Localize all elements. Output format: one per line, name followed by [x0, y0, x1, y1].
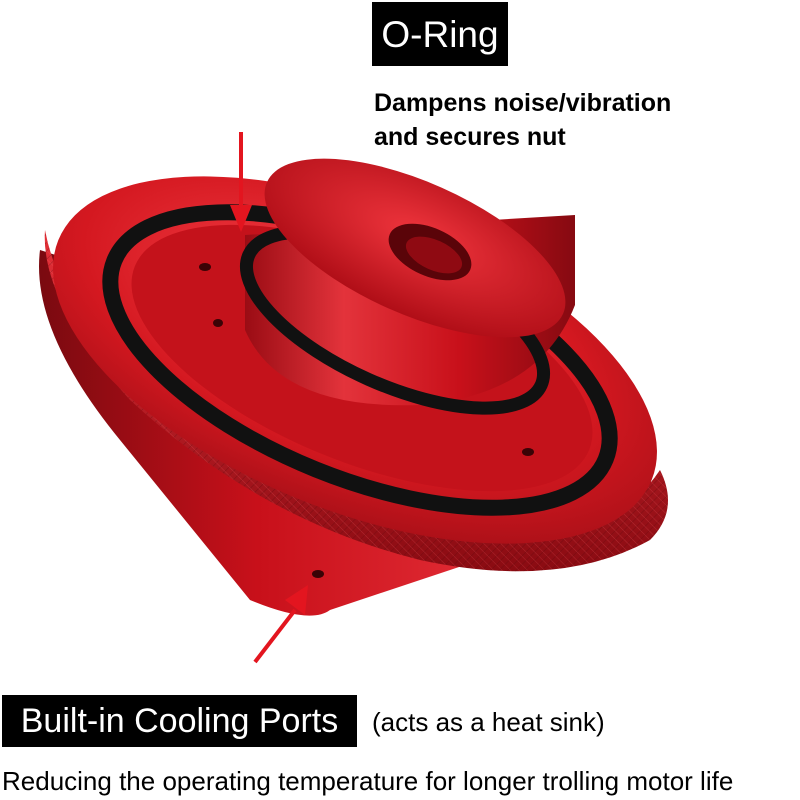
cooling-ports-note: (acts as a heat sink)	[372, 707, 605, 737]
cooling-ports-description: Reducing the operating temperature for l…	[2, 766, 734, 796]
oring-title: O-Ring	[372, 2, 508, 66]
cooling-ports-title: Built-in Cooling Ports	[2, 695, 357, 747]
oring-description-line2: and secures nut	[374, 123, 566, 151]
cooling-port-arrow	[253, 585, 308, 664]
oring-description-line1: Dampens noise/vibration	[374, 89, 672, 117]
oring-description: Dampens noise/vibration and secures nut	[374, 86, 734, 154]
oring-arrow	[230, 132, 252, 232]
cooling-port	[312, 570, 324, 578]
